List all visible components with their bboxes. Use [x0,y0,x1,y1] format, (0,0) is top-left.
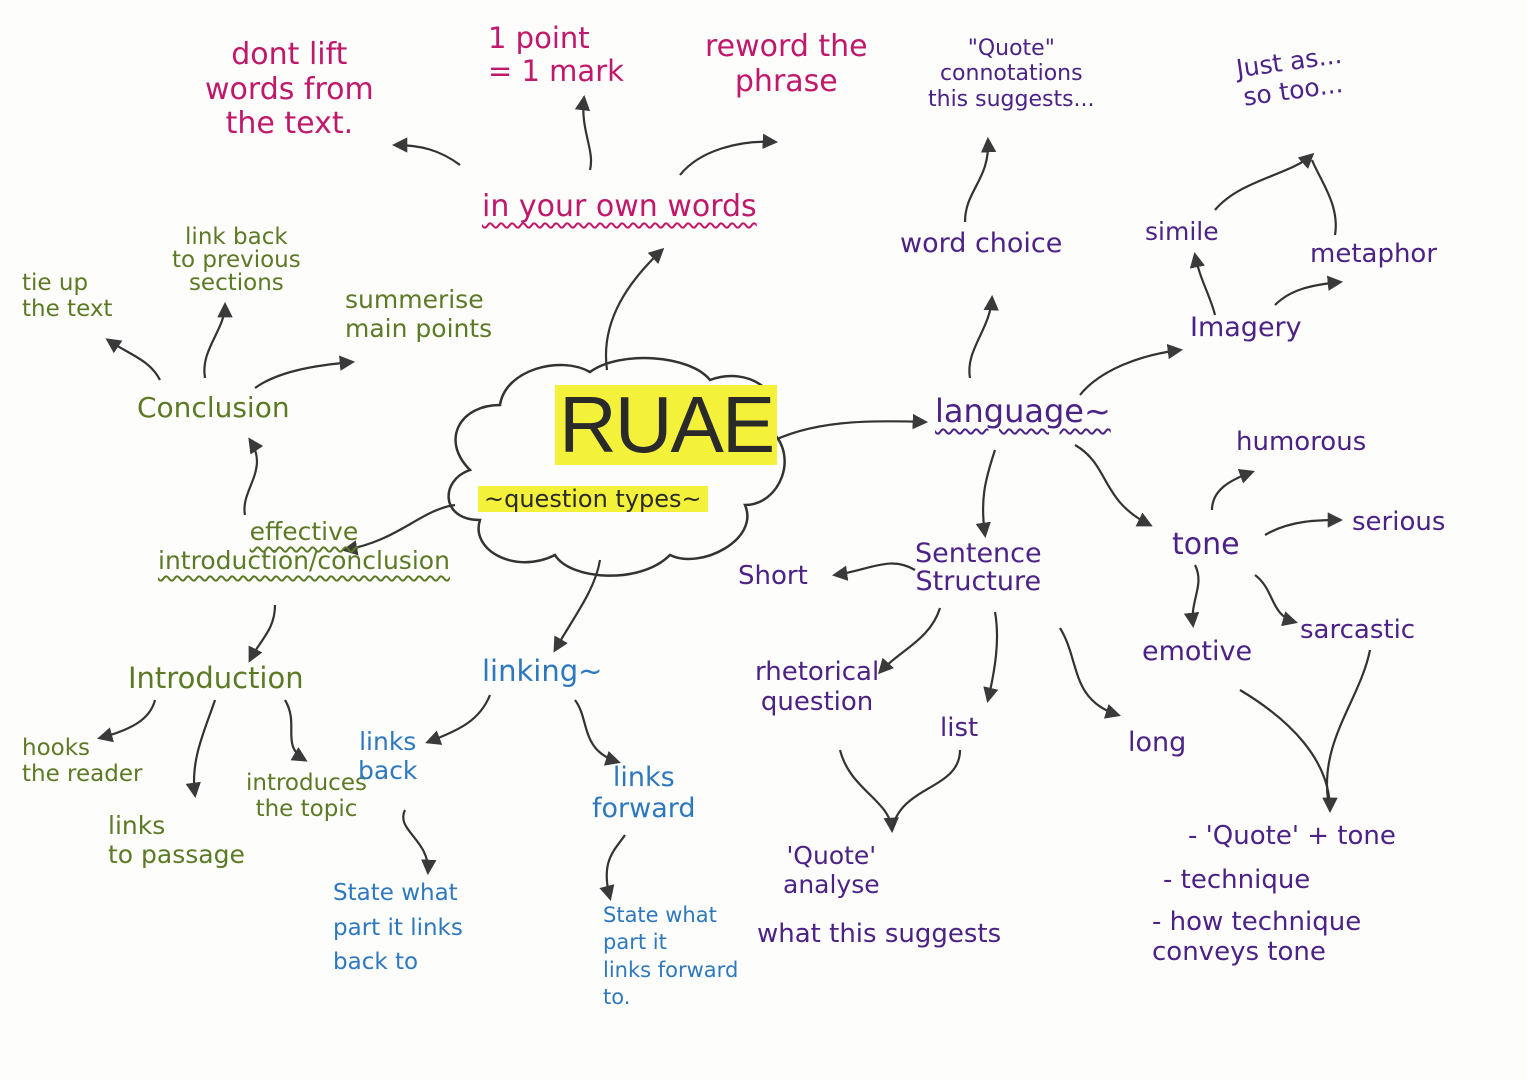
arrow-links-back-state [402,809,437,876]
arrow-conclusion-link-back [203,301,233,379]
arrow-tone-humorous [1210,468,1255,511]
arrow-emotive-points [1239,689,1338,814]
node-metaphor: metaphor [1310,239,1438,269]
arrow-language-word-choice [968,294,999,379]
arrow-tone-emotive [1183,564,1200,629]
node-own-words: in your own words [482,189,757,224]
arrow-sentence-short [831,562,916,581]
node-summerise: summerise main points [345,285,493,343]
arrow-rhetorical-quote [838,749,899,834]
node-hooks: hooks the reader [22,735,143,788]
arrow-center-language [764,413,929,446]
central-title: RUAE [555,385,778,465]
arrow-own-words-one-point [574,94,593,171]
node-link-back-prev: link back to previous sections [172,224,301,296]
node-conclusion: Conclusion [137,391,290,424]
arrow-sarcastic-points [1325,649,1372,801]
arrow-center-effective [341,503,456,556]
node-serious: serious [1352,507,1446,537]
arrow-metaphor-just-as [1310,159,1337,236]
node-tie-up: tie up the text [22,270,113,323]
arrow-tone-serious [1264,512,1344,536]
node-introduces: introduces the topic [246,770,367,823]
node-reword: reword the phrase [705,29,868,99]
node-what-suggests: what this suggests [757,919,1002,949]
tone-point-1: - 'Quote' + tone [1188,821,1396,851]
arrow-own-words-dont-lift [391,137,461,166]
arrow-language-imagery [1079,343,1184,396]
arrow-sentence-list [983,611,999,703]
node-imagery: Imagery [1190,312,1302,343]
node-sentence-structure: Sentence Structure [915,538,1042,598]
node-quote-connotations: "Quote" connotations this suggests... [928,36,1095,112]
central-subtitle: ~question types~ [478,486,708,512]
tone-point-3: - how technique conveys tone [1152,907,1362,967]
node-effective: effective introduction/conclusion [158,517,450,575]
node-links-forward: links forward [592,762,696,825]
node-humorous: humorous [1236,427,1367,457]
arrow-simile-just-as [1214,152,1315,211]
arrow-effective-conclusion [243,437,264,516]
arrow-imagery-metaphor [1274,275,1344,306]
node-short: Short [738,561,808,591]
arrow-intro-hooks [97,699,157,743]
node-links-back: links back [358,727,418,785]
node-quote-analyse: 'Quote' analyse [783,841,880,899]
node-rhetorical: rhetorical question [755,657,880,717]
arrow-center-linking [553,559,602,653]
node-long: long [1128,727,1187,758]
arrow-language-sentence [975,449,997,539]
arrow-conclusion-summerise [254,355,356,389]
node-dont-lift: dont lift words from the text. [205,37,374,141]
arrow-intro-introduces [284,699,308,762]
node-tone: tone [1172,527,1240,562]
node-sarcastic: sarcastic [1300,615,1416,645]
node-simile: simile [1145,217,1219,246]
central-cloud-outline [447,356,786,577]
node-state-back: State what part it links back to [333,880,463,975]
node-word-choice: word choice [900,228,1063,259]
node-linking: linking~ [482,654,603,688]
arrow-effective-introduction [248,604,277,663]
arrow-list-quote [890,749,962,831]
arrow-imagery-simile [1189,251,1217,316]
arrow-intro-links-passage [185,699,217,799]
arrow-links-forward-state [599,834,626,901]
arrow-sentence-long [1059,627,1121,719]
arrow-language-tone [1074,444,1153,527]
node-emotive: emotive [1142,636,1253,667]
arrow-word-choice-quote [963,136,997,223]
node-links-passage: links to passage [108,811,245,869]
node-state-forward: State what part it links forward to. [603,903,739,1009]
arrow-conclusion-tie-up [105,338,161,381]
arrow-linking-links-forward [574,699,621,766]
arrow-linking-links-back [425,694,492,745]
arrow-tone-sarcastic [1254,574,1298,627]
tone-point-2: - technique [1163,865,1311,895]
node-language: language~ [935,392,1111,430]
arrow-own-words-reword [679,133,779,176]
node-one-point: 1 point = 1 mark [488,21,624,89]
node-list: list [940,713,979,743]
arrow-sentence-rhetorical [877,607,942,675]
node-introduction: Introduction [128,661,304,695]
arrow-center-own-words [604,247,665,371]
